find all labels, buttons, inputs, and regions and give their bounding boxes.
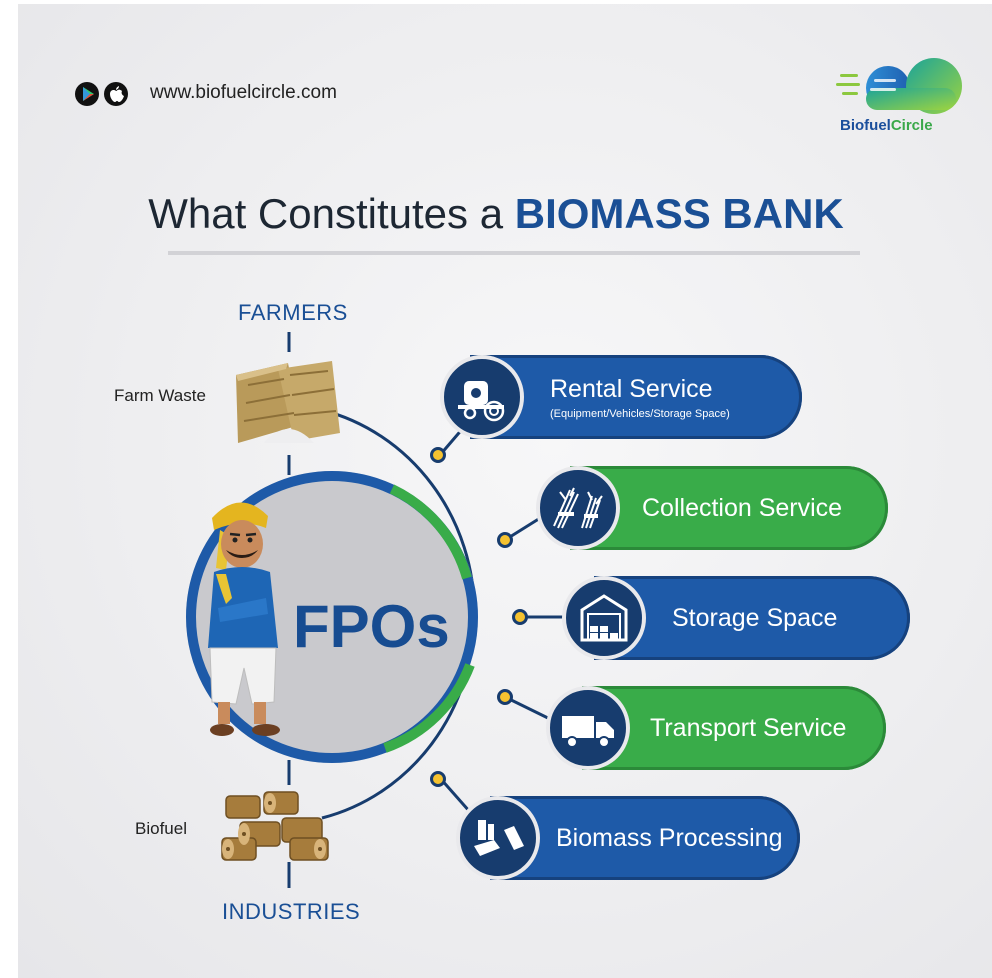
industries-label: INDUSTRIES <box>222 899 361 924</box>
title-underline <box>168 251 860 255</box>
farmer-illustration-icon <box>208 502 280 736</box>
service-storage-label: Storage Space <box>672 603 838 632</box>
page-title: What Constitutes a BIOMASS BANK <box>0 190 992 238</box>
fpo-label: FPOs <box>293 593 450 660</box>
spoke-processing <box>438 777 472 813</box>
title-prefix: What Constitutes a <box>148 190 515 237</box>
service-rental-sub: (Equipment/Vehicles/Storage Space) <box>550 407 730 420</box>
hay-bale-icon <box>236 361 340 443</box>
service-processing-label: Biomass Processing <box>556 823 783 852</box>
fpo-ring-blue <box>186 471 478 763</box>
arc-dot-collection <box>497 532 513 548</box>
brand-name-part2: Circle <box>890 117 933 134</box>
warehouse-icon <box>562 576 646 660</box>
title-highlight: BIOMASS BANK <box>514 190 844 237</box>
arc-dot-rental <box>430 447 446 463</box>
brand-name: BiofuelCircle <box>840 117 933 134</box>
service-processing[interactable]: Biomass Processing <box>490 796 800 880</box>
service-collection-label: Collection Service <box>642 493 843 522</box>
truck-icon <box>546 686 630 770</box>
farmers-label: FARMERS <box>238 300 348 325</box>
crop-bundle-icon <box>536 466 620 550</box>
biofuelcircle-logo-icon <box>836 58 962 114</box>
service-collection[interactable]: Collection Service <box>570 466 888 550</box>
spoke-transport <box>504 695 553 722</box>
apple-icon <box>104 82 128 106</box>
fpo-ring-green-bottom <box>383 663 475 753</box>
baler-icon <box>440 355 524 439</box>
play-store-icon <box>75 82 99 106</box>
service-storage[interactable]: Storage Space <box>594 576 910 660</box>
farm-waste-label: Farm Waste <box>114 386 206 405</box>
app-store-icons <box>75 82 128 106</box>
service-transport[interactable]: Transport Service <box>582 686 886 770</box>
service-rental[interactable]: Rental Service (Equipment/Vehicles/Stora… <box>470 355 802 439</box>
brand-name-part1: Biofuel <box>840 117 891 134</box>
fpo-ring-green-top <box>389 484 472 580</box>
processing-icon <box>456 796 540 880</box>
biofuel-label: Biofuel <box>135 819 187 838</box>
arc-dot-storage <box>512 609 528 625</box>
service-rental-label: Rental Service <box>550 374 713 403</box>
briquettes-icon <box>221 791 329 861</box>
website-url[interactable]: www.biofuelcircle.com <box>150 82 337 103</box>
arc-dot-transport <box>497 689 513 705</box>
service-transport-label: Transport Service <box>650 713 847 742</box>
arc-dot-processing <box>430 771 446 787</box>
